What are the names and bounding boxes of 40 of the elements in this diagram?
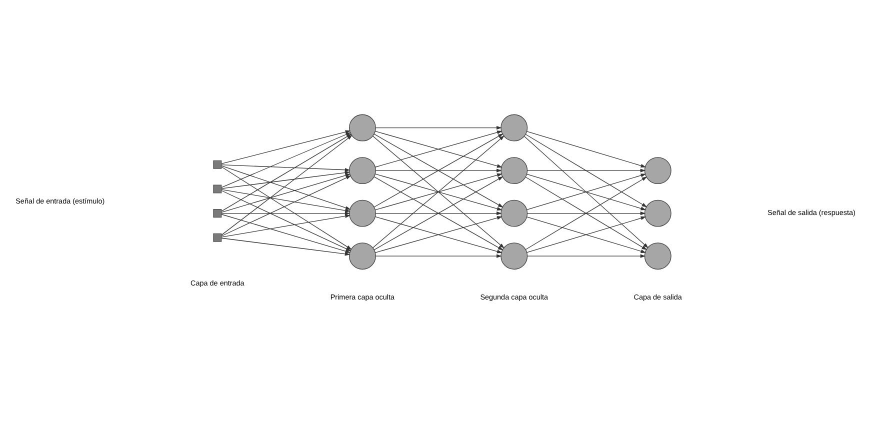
label: Capa de salida (634, 292, 682, 302)
arrow (525, 134, 648, 208)
node-circle (500, 200, 528, 227)
node-circle (348, 114, 376, 142)
node-circle (500, 114, 528, 142)
node-circle (500, 157, 528, 184)
node-circle (644, 157, 672, 184)
label: Segunda capa oculta (480, 292, 548, 302)
arrow (375, 254, 502, 258)
node-circle (348, 200, 376, 227)
arrow (221, 211, 350, 216)
arrow (375, 211, 502, 216)
arrow (375, 126, 502, 130)
arrow (221, 164, 350, 172)
node-box (213, 184, 222, 194)
arrow (526, 131, 646, 168)
arrow (524, 136, 648, 248)
arrow (221, 170, 350, 189)
label: Señal de entrada (estímulo) (16, 196, 105, 206)
arrow (527, 254, 646, 258)
arrow (221, 174, 351, 213)
arrow (525, 176, 648, 250)
arrow (375, 168, 502, 172)
label: Primera capa oculta (330, 292, 395, 302)
node-box (213, 209, 222, 218)
arrow (221, 175, 352, 236)
node-circle (644, 200, 672, 227)
arrow (527, 211, 646, 216)
node-box (213, 160, 222, 169)
node-circle (348, 157, 376, 184)
arrow (221, 214, 350, 238)
label: Señal de salida (respuesta) (768, 208, 856, 218)
arrow (221, 189, 350, 212)
arrow (221, 238, 350, 256)
arrow (527, 168, 646, 172)
node-circle (500, 242, 528, 270)
node-circle (348, 242, 376, 270)
arrow (221, 166, 351, 210)
node-box (213, 233, 222, 242)
label: Capa de entrada (190, 278, 244, 288)
